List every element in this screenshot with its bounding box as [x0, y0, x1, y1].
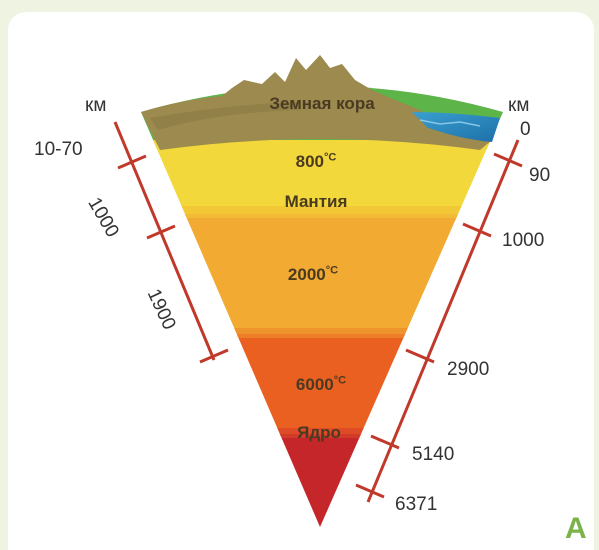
depth-label-3: 2900	[447, 359, 490, 380]
left-depth-scale	[113, 121, 229, 364]
inner-core-band	[141, 434, 503, 527]
figure-label: A	[565, 512, 587, 545]
ocean	[412, 112, 500, 142]
mantle-label: Мантия	[284, 192, 348, 211]
depth-label-1: 90	[529, 165, 551, 186]
depth-label-2: 1000	[502, 230, 545, 251]
lower-mantle-temperature: 2000°C	[287, 264, 339, 284]
crust-mountains	[141, 55, 492, 150]
depth-label-5: 6371	[395, 494, 438, 515]
outer-core-temperature: 6000°C	[295, 374, 347, 394]
depth-label-4: 5140	[412, 444, 455, 465]
left-scale-unit: км	[85, 95, 107, 116]
upper-mantle-temperature: 800°C	[295, 151, 337, 171]
right-scale-unit: км	[508, 95, 530, 116]
crust-thickness-label: 10-70	[34, 139, 83, 160]
crust-label: Земная кора	[269, 94, 375, 113]
depth-label-0: 0	[520, 119, 531, 140]
right-depth-scale	[355, 139, 523, 503]
core-label: Ядро	[297, 423, 341, 442]
